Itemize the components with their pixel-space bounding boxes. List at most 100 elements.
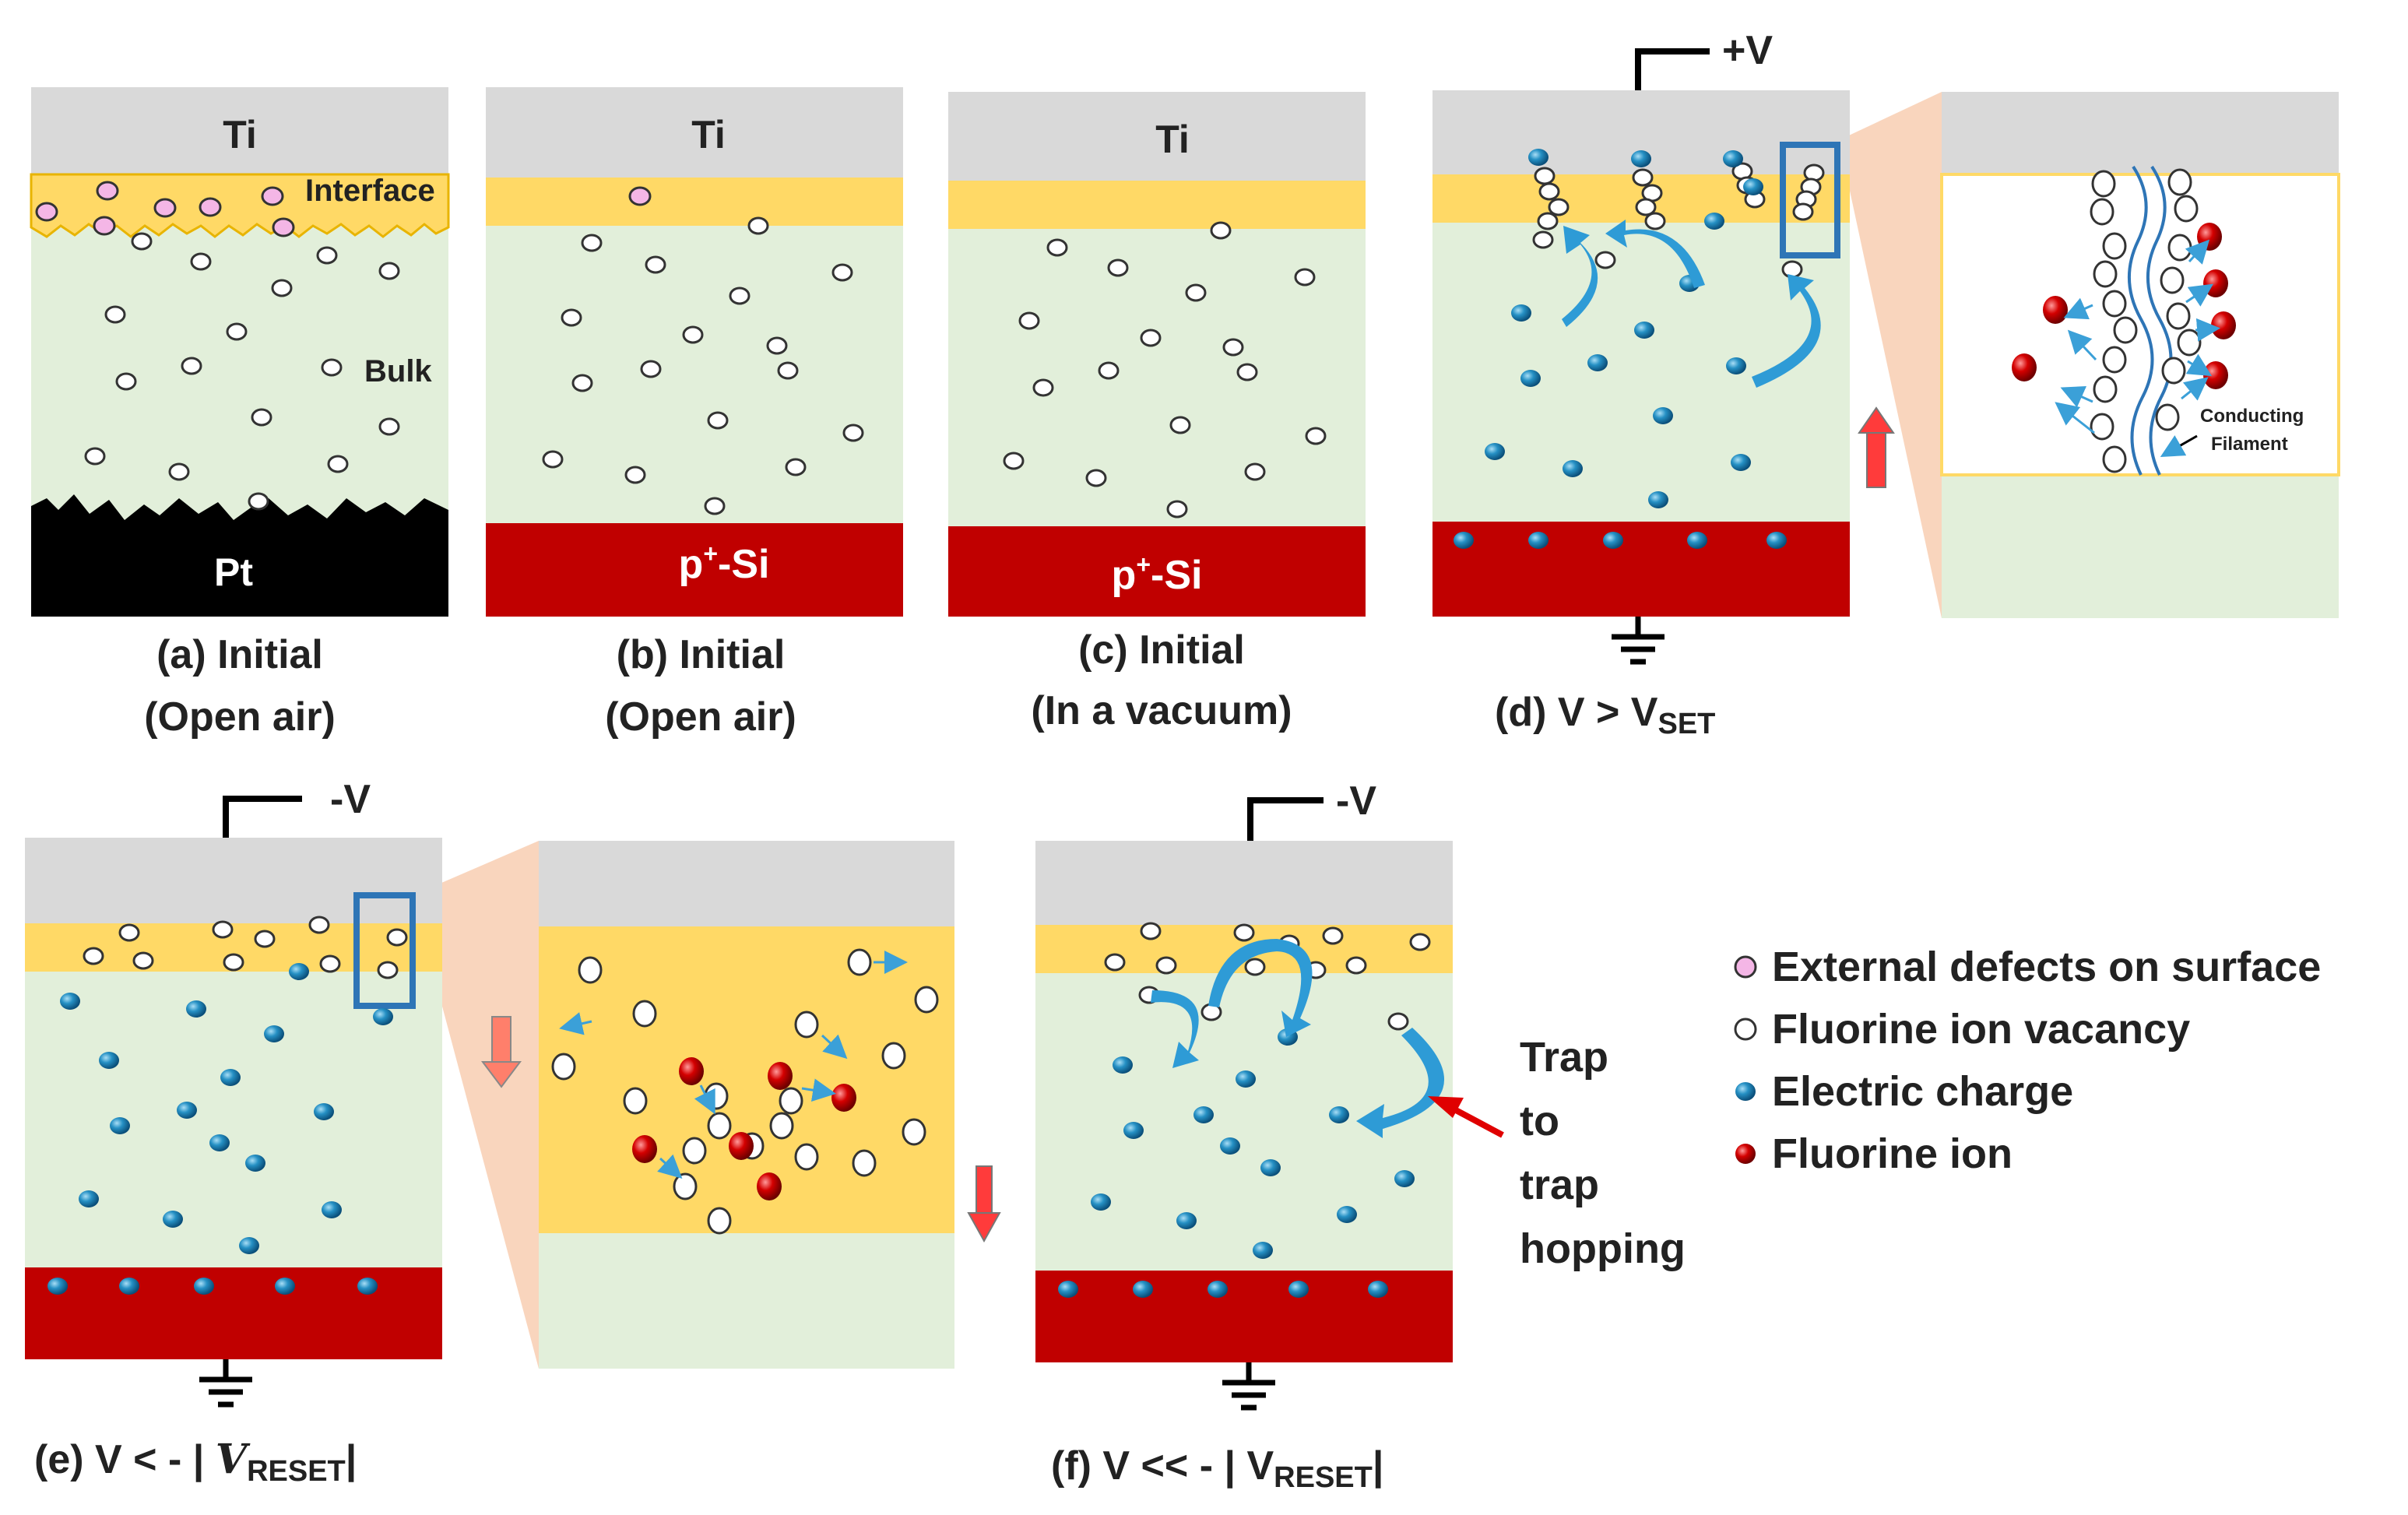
vacancy bbox=[847, 948, 872, 976]
electric-charge bbox=[1337, 1206, 1357, 1223]
vacancy bbox=[378, 262, 400, 280]
external-defect bbox=[153, 198, 177, 218]
charge-hopping-arrows bbox=[1562, 220, 1821, 388]
vacancy bbox=[2166, 302, 2191, 330]
vacancy bbox=[2177, 329, 2202, 357]
electric-charge bbox=[1394, 1170, 1415, 1187]
bottom-electrode-p-si bbox=[1035, 1271, 1453, 1362]
vacancy bbox=[2090, 198, 2114, 226]
external-defect bbox=[93, 216, 116, 236]
vacancy bbox=[308, 916, 330, 934]
fluorine-ion bbox=[2197, 223, 2222, 251]
fluorine-ion bbox=[632, 1135, 657, 1163]
vacancy bbox=[747, 216, 769, 235]
electric-charge bbox=[357, 1278, 378, 1295]
bottom-electrode-pt bbox=[31, 494, 448, 617]
vacancy bbox=[271, 279, 293, 297]
ion-arrow bbox=[694, 1084, 715, 1115]
vacancy bbox=[779, 1087, 803, 1115]
vacancy bbox=[561, 308, 582, 327]
electric-charge bbox=[209, 1134, 230, 1151]
vacancy bbox=[1644, 212, 1666, 230]
ion-arrow bbox=[2060, 386, 2093, 408]
vacancy bbox=[2160, 266, 2185, 294]
charge-hopping-arrows bbox=[1151, 939, 1445, 1138]
external-defect bbox=[35, 202, 58, 222]
panel-e: -V bbox=[25, 777, 1001, 1488]
ti-label: Ti bbox=[691, 113, 726, 156]
vacancy bbox=[769, 1112, 794, 1140]
vacancy bbox=[1538, 182, 1560, 201]
voltage-terminal-symbol bbox=[223, 796, 302, 838]
vacancy bbox=[1305, 427, 1327, 445]
electric-charge bbox=[1731, 454, 1751, 471]
electric-charge bbox=[239, 1237, 259, 1254]
voltage-label: -V bbox=[330, 777, 371, 822]
vacancy bbox=[1085, 469, 1107, 487]
pt-label: Pt bbox=[214, 550, 253, 594]
legend-item-electric-charge: Electric charge bbox=[1735, 1068, 2073, 1115]
vacancy bbox=[2093, 375, 2118, 403]
legend-marker-white-circle bbox=[1734, 1018, 1757, 1041]
electric-charge bbox=[1587, 354, 1608, 371]
electric-charge bbox=[1743, 178, 1763, 195]
bottom-electrode-p-si bbox=[948, 526, 1366, 617]
electric-charge bbox=[60, 993, 80, 1010]
vacancy bbox=[640, 360, 662, 378]
fluorine-ion bbox=[768, 1062, 793, 1090]
vacancy bbox=[578, 956, 603, 984]
vacancy bbox=[1046, 238, 1068, 257]
electric-charge bbox=[1528, 532, 1549, 549]
vacancy bbox=[673, 1172, 698, 1200]
top-electrode bbox=[25, 838, 442, 923]
electric-charge bbox=[1123, 1122, 1144, 1139]
vacancy bbox=[1322, 926, 1344, 945]
zoom-selection-box bbox=[1780, 142, 1840, 258]
vacancy bbox=[2102, 290, 2127, 318]
external-defect bbox=[628, 186, 652, 206]
electric-charge bbox=[1091, 1193, 1111, 1211]
vacancy bbox=[881, 1042, 906, 1070]
electric-charge bbox=[1726, 357, 1746, 374]
external-defect bbox=[199, 197, 222, 217]
caption-e: (e) V < - | VRESET| bbox=[34, 1436, 357, 1488]
curved-arrow bbox=[1752, 274, 1821, 388]
vacancy bbox=[777, 361, 799, 380]
vacancy bbox=[1107, 258, 1129, 277]
arrow-shaft bbox=[1454, 1107, 1504, 1138]
fluorine-ion bbox=[2211, 311, 2236, 339]
legend-marker-red-sphere bbox=[1735, 1144, 1756, 1164]
vacancy bbox=[623, 1087, 648, 1115]
electric-charge bbox=[1208, 1281, 1228, 1298]
caption-c-line2: (In a vacuum) bbox=[1031, 688, 1292, 733]
vacancy bbox=[316, 246, 338, 265]
vacancy bbox=[2093, 260, 2118, 288]
ion-arrow bbox=[2181, 377, 2209, 401]
vacancies bbox=[83, 916, 408, 979]
vacancy bbox=[226, 322, 248, 341]
panel-e-zoom-view bbox=[539, 841, 954, 1369]
ion-arrow bbox=[2185, 353, 2213, 377]
electric-charge bbox=[1766, 532, 1787, 549]
external-defect bbox=[272, 217, 295, 237]
electric-charge bbox=[194, 1278, 214, 1295]
electric-charge bbox=[1220, 1137, 1240, 1155]
ion-arrow bbox=[2185, 283, 2213, 307]
vacancy bbox=[1632, 168, 1654, 187]
vacancy bbox=[327, 455, 349, 473]
legend: External defects on surface Fluorine ion… bbox=[1734, 944, 2321, 1177]
bottom-electrode-p-si bbox=[25, 1267, 442, 1359]
electric-charge bbox=[1058, 1281, 1078, 1298]
electric-charge bbox=[1260, 1159, 1281, 1176]
filament-line bbox=[2127, 165, 2154, 476]
vacancy bbox=[2102, 346, 2127, 374]
vacancy bbox=[704, 497, 726, 515]
vacancy bbox=[181, 357, 202, 375]
vacancies bbox=[1104, 922, 1431, 1031]
electric-charge bbox=[177, 1102, 197, 1119]
vacancy bbox=[2155, 403, 2180, 431]
legend-marker-blue-sphere bbox=[1735, 1082, 1756, 1101]
top-electrode-ti bbox=[486, 87, 903, 178]
electric-charge bbox=[110, 1117, 130, 1134]
electric-charge bbox=[47, 1278, 68, 1295]
